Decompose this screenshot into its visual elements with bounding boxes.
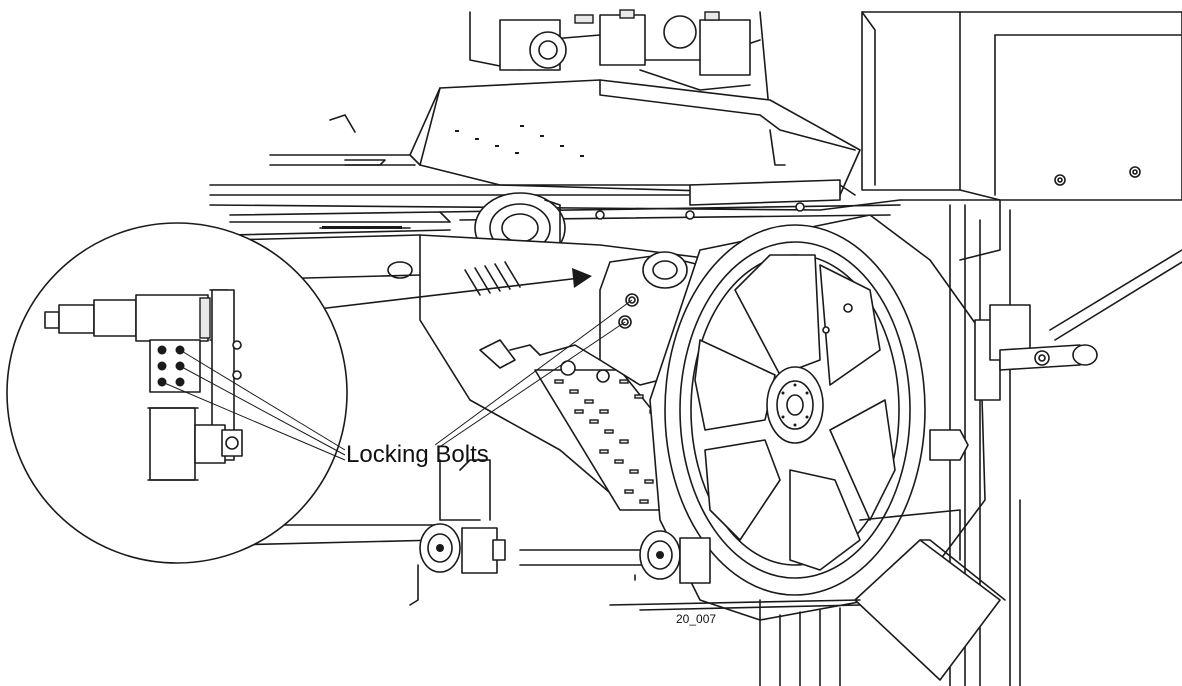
wheel-spokes (694, 254, 896, 571)
rail-bolts (595, 166, 1141, 220)
callout-leaders-main (434, 299, 633, 449)
cover-tray (409, 79, 861, 196)
lower-guide-left (229, 459, 506, 606)
lower-guide-right (519, 530, 861, 611)
tray-perforations (455, 125, 584, 157)
detail-inset (6, 222, 348, 564)
top-bolt-row (322, 226, 402, 229)
figure-id: 20_007 (676, 612, 716, 626)
lower-box (854, 509, 1006, 681)
large-wheel (649, 214, 986, 621)
motor-housing (759, 11, 1182, 201)
lower-column (759, 599, 841, 686)
locking-bolts-label: Locking Bolts (346, 441, 489, 468)
top-drive-assembly (469, 9, 761, 91)
pointer-arrow (309, 268, 592, 311)
